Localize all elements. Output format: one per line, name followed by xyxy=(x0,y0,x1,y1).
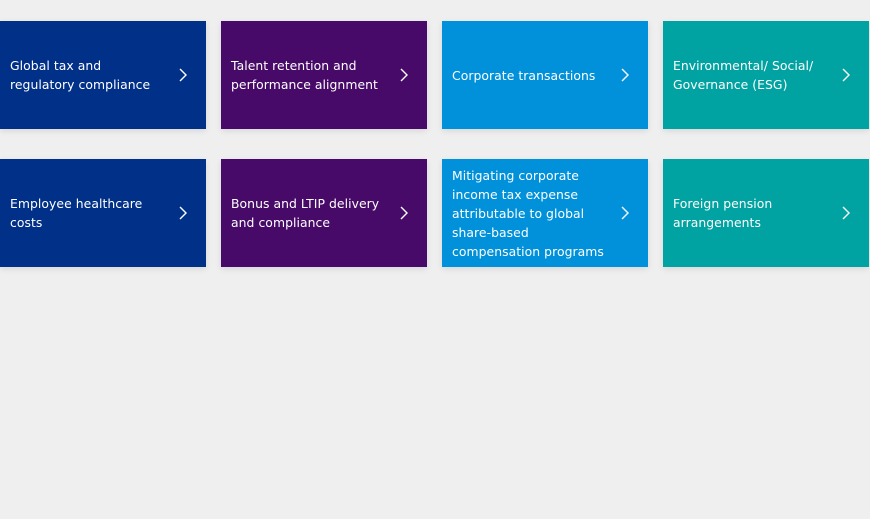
card-foreign-pension[interactable]: Foreign pension arrangements xyxy=(663,159,869,267)
card-global-tax-compliance[interactable]: Global tax and regulatory compliance xyxy=(0,21,206,129)
card-label: Bonus and LTIP delivery and compliance xyxy=(231,196,380,230)
card-label: Corporate transactions xyxy=(452,67,596,83)
chevron-right-icon xyxy=(620,67,630,83)
card-label: Global tax and regulatory compliance xyxy=(10,58,151,92)
chevron-right-icon xyxy=(841,67,851,83)
card-corporate-transactions[interactable]: Corporate transactions xyxy=(442,21,648,129)
card-label: Employee healthcare costs xyxy=(10,196,143,230)
card-talent-retention[interactable]: Talent retention and performance alignme… xyxy=(221,21,427,129)
chevron-right-icon xyxy=(841,205,851,221)
chevron-right-icon xyxy=(399,205,409,221)
chevron-right-icon xyxy=(178,205,188,221)
chevron-right-icon xyxy=(399,67,409,83)
card-label: Environmental/ Social/ Governance (ESG) xyxy=(673,58,814,92)
chevron-right-icon xyxy=(620,205,630,221)
card-label: Talent retention and performance alignme… xyxy=(231,58,378,92)
card-label: Mitigating corporate income tax expense … xyxy=(452,167,604,259)
card-employee-healthcare[interactable]: Employee healthcare costs xyxy=(0,159,206,267)
card-label: Foreign pension arrangements xyxy=(673,196,773,230)
card-bonus-ltip[interactable]: Bonus and LTIP delivery and compliance xyxy=(221,159,427,267)
chevron-right-icon xyxy=(178,67,188,83)
card-mitigating-tax-expense[interactable]: Mitigating corporate income tax expense … xyxy=(442,159,648,267)
card-esg[interactable]: Environmental/ Social/ Governance (ESG) xyxy=(663,21,869,129)
